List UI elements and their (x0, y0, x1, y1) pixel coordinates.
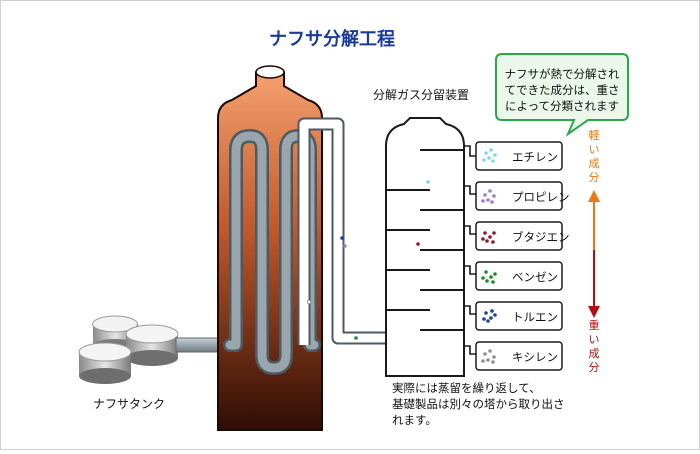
product-box-frame (475, 341, 563, 371)
molecule-dot (492, 355, 496, 359)
product-box-frame (475, 181, 563, 211)
molecule-dot (488, 235, 492, 239)
product-box-frame (475, 141, 563, 171)
product-name: キシレン (512, 350, 558, 364)
product-box: プロピレン (475, 181, 570, 211)
product-name: エチレン (512, 150, 558, 164)
molecule-dot (493, 153, 497, 157)
particle-dot (426, 180, 430, 184)
heavy-label-char: 重 (589, 318, 600, 332)
particle-dot (306, 299, 312, 305)
naphtha-tank-icon (78, 315, 179, 384)
light-label-char: 軽 (589, 129, 600, 142)
light-label-char: 分 (589, 171, 600, 184)
distillation-column (385, 117, 465, 377)
product-pipes (464, 145, 476, 355)
molecule-dot (490, 309, 494, 313)
molecule-dot (481, 359, 485, 363)
product-box-frame (475, 221, 563, 251)
molecule-dot (491, 280, 495, 284)
product-box: トルエン (475, 301, 563, 331)
product-name: トルエン (512, 310, 558, 324)
molecule-dot (489, 316, 493, 320)
molecule-dot (491, 360, 495, 364)
molecule-dot (493, 272, 497, 276)
molecule-dot (486, 198, 490, 202)
note-line-2: 基礎製品は別々の塔から取り出さ (392, 397, 565, 411)
molecule-dot (483, 193, 487, 197)
light-label-char: い (589, 143, 600, 156)
naphtha-tank-label: ナフサタンク (93, 397, 165, 411)
molecule-dot (481, 276, 485, 280)
molecule-dot (486, 358, 490, 362)
product-box: ブタジエン (475, 221, 570, 251)
molecule-dot (486, 319, 490, 323)
callout-line-2: てできた成分は、重さ (505, 83, 620, 97)
molecule-dot (481, 199, 485, 203)
callout-line-1: ナフサが熱で分解され (505, 67, 620, 81)
molecule-dot (484, 270, 488, 274)
product-box-frame (475, 261, 563, 291)
note-line-3: れます。 (392, 413, 437, 427)
heavy-label-char: 分 (589, 361, 600, 374)
molecule-dot (491, 159, 495, 163)
molecule-dot (490, 200, 494, 204)
molecule-dot (488, 189, 492, 193)
molecule-dot (492, 194, 496, 198)
cracking-furnace (217, 65, 323, 431)
weight-scale: 軽 い 成 分 重 い 成 分 (588, 129, 600, 374)
molecule-dot (483, 352, 487, 356)
note-line-1: 実際には蒸留を繰り返して、 (392, 381, 541, 395)
product-box: エチレン (475, 141, 563, 171)
product-box-frame (475, 301, 563, 331)
molecule-dot (489, 148, 493, 152)
particle-dot (354, 336, 358, 340)
molecule-dot (491, 240, 495, 244)
product-box: キシレン (475, 341, 563, 371)
molecule-dot (492, 231, 496, 235)
callout-bubble (495, 53, 629, 137)
tank-cylinder-front (78, 342, 132, 384)
molecule-dot (485, 279, 489, 283)
molecule-dot (484, 311, 488, 315)
molecule-dot (489, 275, 493, 279)
particle-dot (416, 242, 420, 246)
diagram-title: ナフサ分解工程 (269, 28, 395, 50)
particle-dot (340, 236, 344, 240)
product-name: プロピレン (512, 190, 570, 204)
column-label: 分解ガス分留装置 (373, 88, 469, 102)
callout-line-3: によって分類されます (505, 99, 619, 113)
molecule-dot (484, 151, 488, 155)
particle-dot (343, 244, 347, 248)
molecule-dot (482, 317, 486, 321)
molecule-dot (485, 239, 489, 243)
heavy-label-char: い (589, 333, 600, 346)
product-box: ベンゼン (475, 261, 563, 291)
column-trays (386, 149, 464, 331)
molecule-dot (482, 158, 486, 162)
heavy-label-char: 成 (589, 347, 600, 360)
light-label-char: 成 (589, 157, 600, 170)
molecule-dot (483, 231, 487, 235)
product-name: ブタジエン (512, 230, 570, 244)
product-name: ベンゼン (512, 270, 558, 284)
molecule-dot (487, 156, 491, 160)
molecule-dot (488, 349, 492, 353)
molecule-dot (481, 237, 485, 241)
tank-cylinder-right (125, 324, 179, 366)
molecule-dot (493, 313, 497, 317)
